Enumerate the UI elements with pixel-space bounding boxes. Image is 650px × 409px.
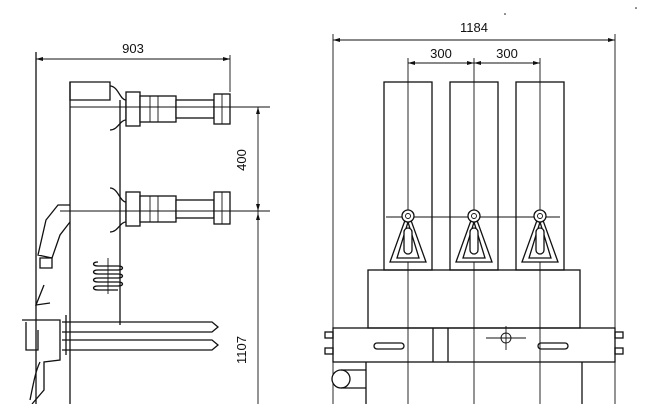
contact-arm-1: [389, 209, 427, 263]
dimension-400: 400: [234, 107, 260, 211]
truck-rails: [62, 315, 220, 355]
dimension-label-300-right: 300: [496, 46, 518, 61]
spring-coil: [92, 258, 124, 294]
dimension-300-right: 300: [474, 46, 540, 65]
front-view: 1184 300 300: [324, 20, 624, 404]
dimension-label-1184: 1184: [460, 20, 488, 35]
dimension-300-left: 300: [408, 46, 474, 65]
side-view: 903: [22, 41, 270, 405]
operating-mechanism: [22, 204, 71, 405]
dimension-label-400: 400: [234, 149, 249, 171]
dimension-label-1107: 1107: [234, 336, 249, 364]
upper-bushing: [109, 85, 231, 131]
lower-bushing: [109, 187, 231, 233]
truck-wheel: [331, 369, 366, 389]
dimension-903: 903: [36, 41, 231, 92]
dimension-1107: 1107: [234, 211, 260, 404]
dimension-label-903: 903: [122, 41, 144, 56]
contact-arm-3: [521, 209, 559, 263]
dimension-label-300-left: 300: [430, 46, 452, 61]
truck-chassis: [324, 326, 624, 404]
contact-arm-2: [455, 209, 493, 263]
